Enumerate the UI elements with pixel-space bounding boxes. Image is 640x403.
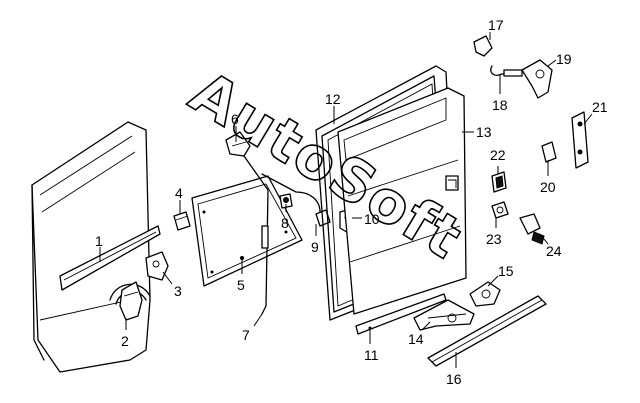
callout-22: 22 <box>490 147 506 163</box>
callout-11: 11 <box>364 347 379 363</box>
callout-13: 13 <box>476 124 492 140</box>
part-23-lock-cylinder <box>491 201 509 219</box>
part-19-upper-roller <box>521 59 553 99</box>
callout-16: 16 <box>446 371 462 387</box>
part-21-hinge-plate <box>571 111 589 169</box>
part-8-clip <box>279 193 293 209</box>
callout-18: 18 <box>492 97 508 113</box>
part-18-upper-rod <box>490 65 523 77</box>
part-16-guide-rail <box>427 295 547 367</box>
part-17-upper-clip <box>473 35 493 57</box>
callout-5: 5 <box>237 277 245 293</box>
part-15-roller-bracket <box>469 281 501 307</box>
callout-17: 17 <box>488 17 504 33</box>
side-body-panel <box>31 121 151 373</box>
callout-4: 4 <box>175 185 183 201</box>
callout-12: 12 <box>325 91 341 107</box>
callout-10: 10 <box>364 211 380 227</box>
part-22-bumper <box>491 171 507 193</box>
part-6-upper-latch <box>225 131 251 157</box>
callout-3: 3 <box>174 283 182 299</box>
callout-7: 7 <box>242 327 250 343</box>
part-24-key-lock <box>519 213 545 245</box>
part-1-trim-strip <box>59 225 161 291</box>
callout-24: 24 <box>546 243 562 259</box>
callout-1: 1 <box>95 233 103 249</box>
part-3-hinge-bracket <box>145 251 169 281</box>
callout-9: 9 <box>311 239 319 255</box>
part-4-block <box>173 211 191 231</box>
callout-14: 14 <box>408 331 424 347</box>
callout-labels: 1 2 3 4 5 6 7 8 9 10 11 12 13 14 15 16 1… <box>95 17 608 387</box>
callout-8: 8 <box>281 215 289 231</box>
part-5-trim-panel <box>191 175 303 287</box>
callout-21: 21 <box>592 99 608 115</box>
callout-2: 2 <box>121 333 129 349</box>
part-7-lock-rod <box>243 155 321 315</box>
part-11-lower-rail <box>355 293 447 335</box>
callout-20: 20 <box>540 179 556 195</box>
part-2-lower-bracket <box>119 281 143 321</box>
part-20-striker <box>541 141 557 163</box>
callout-19: 19 <box>556 51 572 67</box>
callout-15: 15 <box>498 263 514 279</box>
callout-23: 23 <box>486 231 502 247</box>
part-13-sliding-door <box>337 87 467 315</box>
callout-6: 6 <box>231 111 239 127</box>
leader-lines <box>99 32 593 368</box>
